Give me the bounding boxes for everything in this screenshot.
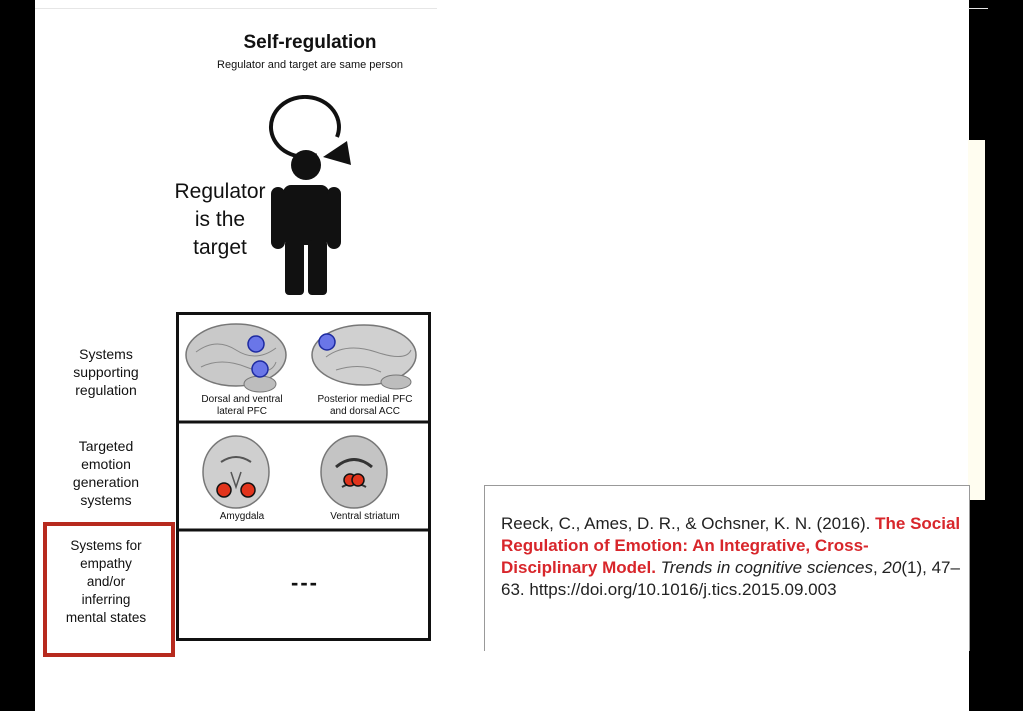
side-strip: [968, 140, 985, 500]
self-regulation-illustration: [269, 95, 351, 295]
cell-line: Ventral striatum: [330, 511, 400, 522]
medial-brain-image: [311, 324, 417, 390]
cell-label-ventral-striatum: Ventral striatum: [300, 511, 430, 523]
row-label-emotion-generation: Targeted emotion generation systems: [40, 437, 172, 509]
row-label-line: emotion: [81, 456, 131, 472]
highlight-box: [43, 522, 175, 657]
regulator-line-1: Regulator: [174, 180, 266, 203]
left-amygdala-marker: [216, 482, 232, 498]
lateral-brain-image: [185, 323, 287, 393]
coronal-brain-image-striatum: [320, 435, 388, 509]
citation-authors: Reeck, C., Ames, D. R., & Ochsner, K. N.…: [501, 514, 876, 533]
citation-text: Reeck, C., Ames, D. R., & Ochsner, K. N.…: [501, 514, 961, 599]
figure-title: Self-regulation: [243, 32, 377, 53]
row-label-line: and/or: [86, 574, 126, 589]
row-label-line: Systems for: [70, 538, 142, 553]
person-icon: [271, 150, 341, 295]
top-divider-right: [968, 8, 988, 9]
citation-volume: 20: [882, 558, 902, 577]
regulator-text: Regulator is the target: [160, 178, 280, 262]
row-label-line: mental states: [65, 610, 147, 625]
cell-label-lateral-pfc: Dorsal and ventral lateral PFC: [180, 394, 304, 418]
posterior-medial-pfc-marker: [318, 333, 336, 351]
citation-issue-pages: (1), 47–63.: [501, 558, 960, 599]
coronal-brain-image-amygdala: [202, 435, 270, 509]
row-label-line: empathy: [80, 556, 132, 571]
row-label-line: Systems: [79, 346, 133, 362]
cell-line: lateral PFC: [216, 406, 267, 417]
empty-cell-value: ---: [291, 570, 319, 595]
row-label-line: supporting: [73, 364, 139, 380]
systems-table: [176, 312, 431, 641]
citation-doi[interactable]: https://doi.org/10.1016/j.tics.2015.09.0…: [529, 580, 837, 599]
cell-label-medial-pfc: Posterior medial PFC and dorsal ACC: [300, 394, 430, 418]
row-label-line: inferring: [81, 592, 131, 607]
row-label-line: Targeted: [78, 438, 134, 454]
figure-subtitle: Regulator and target are same person: [217, 59, 403, 71]
row-label-line: systems: [80, 492, 132, 508]
right-striatum-marker: [351, 473, 365, 487]
circular-arrow-icon: [269, 95, 351, 165]
cell-line: Dorsal and ventral: [201, 394, 283, 405]
cell-line: Posterior medial PFC: [317, 394, 413, 405]
row-label-line: regulation: [75, 382, 137, 398]
row-label-empathy: Systems for empathy and/or inferring men…: [40, 537, 172, 627]
citation-title[interactable]: The Social Regulation of Emotion: An Int…: [501, 514, 961, 577]
regulator-line-2: is the: [194, 208, 246, 231]
top-divider: [35, 8, 437, 9]
row-label-line: generation: [72, 474, 140, 490]
row-label-regulation: Systems supporting regulation: [40, 345, 172, 399]
cell-line: Amygdala: [219, 511, 265, 522]
citation-box: Reeck, C., Ames, D. R., & Ochsner, K. N.…: [484, 485, 970, 651]
right-amygdala-marker: [240, 482, 256, 498]
dorsal-lateral-pfc-marker: [247, 335, 265, 353]
ventral-lateral-pfc-marker: [251, 360, 269, 378]
cell-line: and dorsal ACC: [329, 406, 401, 417]
regulator-line-3: target: [193, 236, 247, 259]
cell-label-amygdala: Amygdala: [180, 511, 304, 523]
citation-journal: Trends in cognitive sciences: [660, 558, 873, 577]
